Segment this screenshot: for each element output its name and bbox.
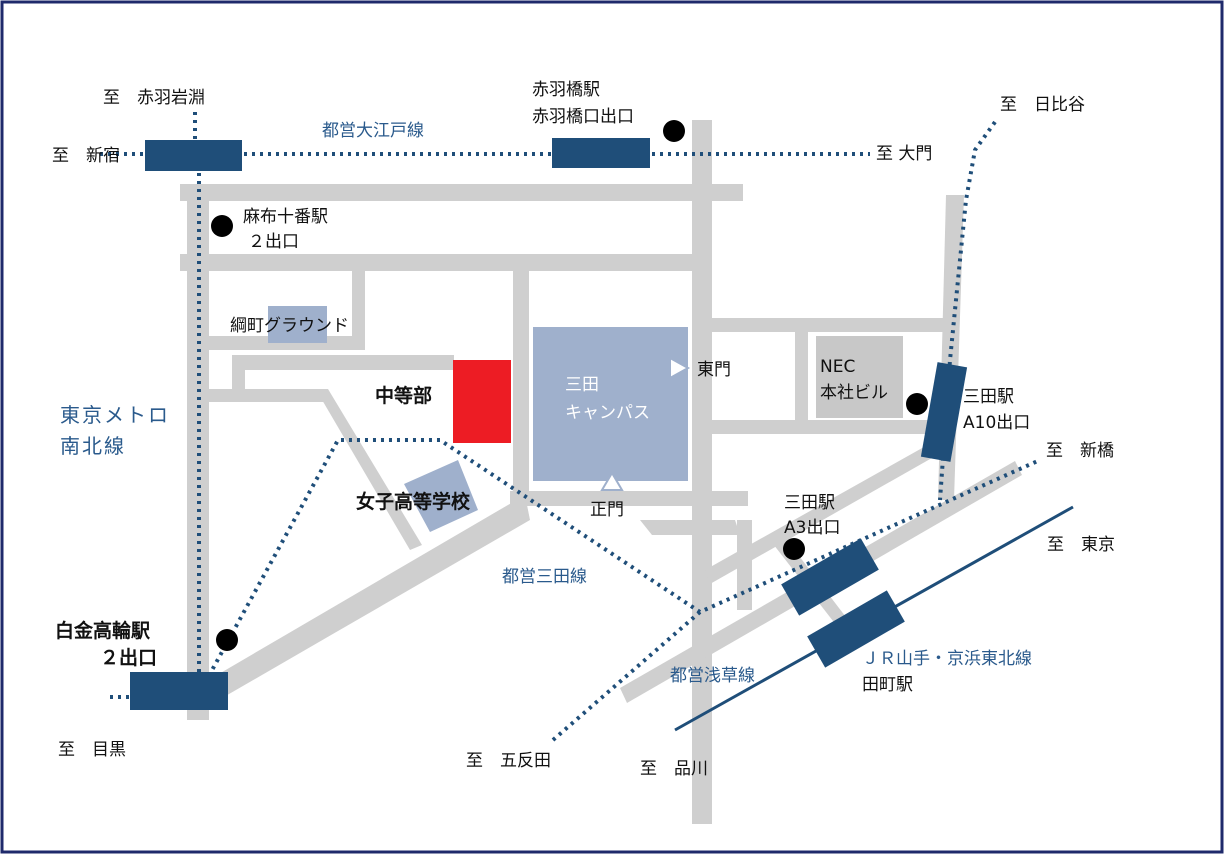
asakusa-line-label: 都営浅草線 bbox=[670, 666, 755, 686]
exit-akabanebashi-dot bbox=[663, 120, 685, 142]
jr-line-label: ＪＲ山手・京浜東北線 bbox=[862, 649, 1032, 669]
mita-a3-label-2: A3出口 bbox=[784, 518, 840, 538]
mita-line-label: 都営三田線 bbox=[502, 567, 587, 587]
road-diagonal-girls bbox=[318, 389, 422, 550]
chutobu-label: 中等部 bbox=[375, 384, 432, 407]
road-left-vertical bbox=[187, 184, 209, 720]
road-curve bbox=[640, 520, 740, 535]
tamachi-label: 田町駅 bbox=[862, 675, 913, 695]
mita-a10-station bbox=[920, 362, 968, 462]
road-mid-vertical bbox=[513, 264, 529, 500]
akabanebashi-station bbox=[552, 138, 650, 168]
main-gate-marker bbox=[600, 471, 624, 491]
nec-label-1: NEC bbox=[820, 357, 855, 377]
mita-a3-station bbox=[781, 538, 879, 616]
direction-hibiya: 至 日比谷 bbox=[1000, 95, 1085, 115]
girls-high-building bbox=[404, 460, 478, 532]
exit-mita-a10-dot bbox=[906, 393, 928, 415]
main-gate-label: 正門 bbox=[590, 500, 624, 520]
akabanebashi-label-1: 赤羽橋駅 bbox=[532, 80, 600, 100]
road-lower-horizontal bbox=[209, 389, 328, 402]
direction-shinagawa: 至 品川 bbox=[640, 759, 708, 779]
road-right-horizontal-1 bbox=[705, 318, 950, 332]
exit-mita-a3-dot bbox=[783, 538, 805, 560]
direction-shimbashi: 至 新橋 bbox=[1046, 441, 1114, 461]
mita-a10-label-1: 三田駅 bbox=[963, 387, 1014, 407]
direction-meguro: 至 目黒 bbox=[58, 740, 126, 760]
east-gate-marker bbox=[669, 356, 691, 380]
road-small-vertical bbox=[352, 264, 365, 349]
road-top-horizontal bbox=[180, 184, 743, 201]
direction-gotanda: 至 五反田 bbox=[466, 751, 551, 771]
roads bbox=[180, 120, 1022, 824]
azabujuban-label-1: 麻布十番駅 bbox=[243, 207, 328, 227]
road-nec-vertical bbox=[795, 326, 808, 430]
campus-label-1: 三田 bbox=[565, 375, 599, 395]
shirokane-station bbox=[130, 672, 228, 710]
campus-label-2: キャンパス bbox=[565, 403, 650, 423]
east-gate-label: 東門 bbox=[697, 360, 731, 380]
mita-line bbox=[203, 438, 1041, 684]
direction-tokyo: 至 東京 bbox=[1047, 535, 1115, 555]
mita-a10-label-2: A10出口 bbox=[963, 413, 1030, 433]
azabujuban-label-2: ２出口 bbox=[248, 232, 299, 252]
namboku-line-label-2: 南北線 bbox=[60, 434, 126, 458]
chutobu-building bbox=[453, 360, 511, 443]
direction-daimon: 至 大門 bbox=[876, 144, 932, 164]
shirokane-label-2: ２出口 bbox=[100, 646, 157, 669]
oedo-line-label: 都営大江戸線 bbox=[322, 121, 424, 141]
exit-shirokane-dot bbox=[216, 629, 238, 651]
road-diagonal-mid bbox=[705, 438, 946, 584]
tamachi-station bbox=[807, 590, 905, 668]
nec-building bbox=[816, 336, 903, 418]
namboku-line-label-1: 東京メトロ bbox=[60, 403, 170, 427]
road-second-horizontal bbox=[180, 254, 696, 271]
road-a3-vertical bbox=[737, 520, 752, 610]
nec-label-2: 本社ビル bbox=[820, 383, 888, 403]
direction-shinjuku: 至 新宿 bbox=[52, 146, 120, 166]
road-diagonal-southwest bbox=[200, 495, 530, 705]
ground-label: 綱町グラウンド bbox=[230, 316, 349, 336]
ground-field bbox=[268, 306, 327, 343]
oedo-station-azabu bbox=[145, 140, 242, 171]
direction-akabane: 至 赤羽岩淵 bbox=[103, 88, 205, 108]
road-gate-horizontal bbox=[510, 491, 748, 506]
road-chutobu-horizontal bbox=[232, 355, 454, 370]
road-right-horizontal-2 bbox=[705, 420, 950, 434]
exit-azabujuban-dot bbox=[211, 215, 233, 237]
road-chutobu-stub bbox=[232, 355, 245, 400]
shirokane-label-1: 白金高輪駅 bbox=[55, 619, 151, 642]
mita-campus-building bbox=[533, 327, 688, 481]
akabanebashi-label-2: 赤羽橋口出口 bbox=[532, 107, 634, 127]
asakusa-line bbox=[551, 610, 702, 742]
mita-a3-label-1: 三田駅 bbox=[784, 493, 835, 513]
girls-high-label: 女子高等学校 bbox=[356, 490, 471, 513]
